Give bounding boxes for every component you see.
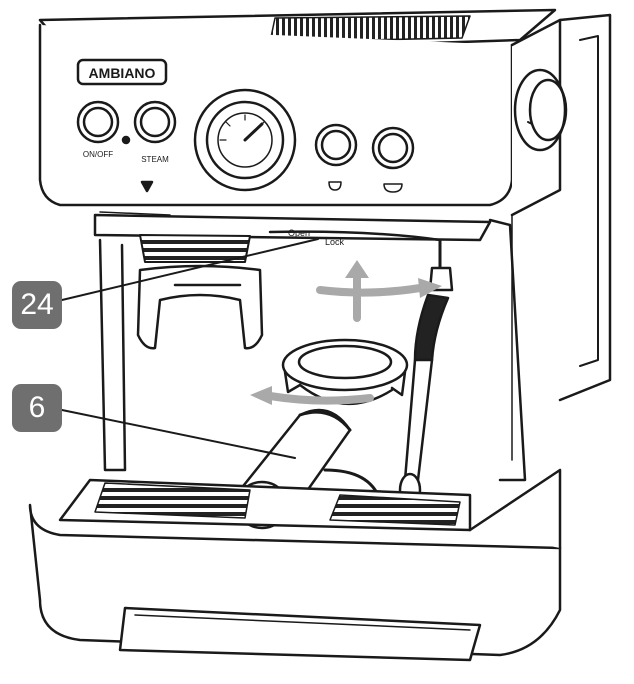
rotate-lock-arrowhead [418,278,442,298]
alignment-marker [140,180,154,193]
single-cup-button[interactable] [314,123,358,167]
pressure-gauge [193,88,297,192]
callout-badge-6: 6 [12,384,62,432]
double-cup-icon [383,183,403,193]
machine-base [28,468,562,662]
brand-text: AMBIANO [89,65,156,81]
lock-label: Lock [325,237,345,247]
portafilter-holder [136,264,264,350]
rotate-lock-arrow [316,284,424,297]
callout-24-leader [61,238,319,301]
single-cup-icon [328,181,342,191]
open-label: Open [288,228,310,238]
rotate-unlock-arrowhead [250,386,272,405]
double-cup-button[interactable] [371,126,415,170]
steam-button-label: STEAM [141,155,169,164]
brew-group-head [93,211,492,263]
indicator-light [121,135,131,145]
drip-tray [58,478,472,532]
steam-knob[interactable] [513,68,568,152]
brand-logo [76,58,168,86]
steam-wand [398,238,454,508]
machine-frame [98,214,527,482]
steam-button[interactable] [133,100,177,144]
power-button-label: ON/OFF [83,150,113,159]
rotate-unlock-arrow [266,392,374,405]
power-button[interactable] [76,100,120,144]
callout-badge-24: 24 [12,281,62,329]
lift-arrowhead [345,260,369,278]
callout-6-leader [61,409,296,459]
filter-basket [281,338,409,406]
